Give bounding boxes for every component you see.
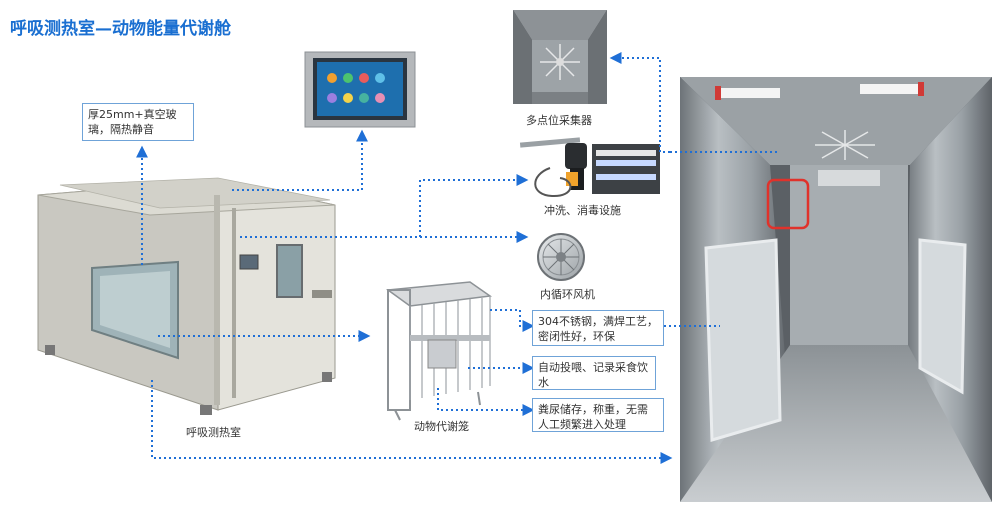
cleaning-gun-photo bbox=[519, 137, 587, 198]
touchscreen-illustration bbox=[304, 51, 416, 128]
cleaning-label: 冲洗、消毒设施 bbox=[544, 204, 621, 217]
cage-label: 动物代谢笼 bbox=[414, 420, 469, 433]
fan-photo bbox=[537, 233, 585, 281]
connectors bbox=[136, 52, 780, 464]
waste-callout: 粪尿储存，称重，无需人工频繁进入处理 bbox=[532, 398, 664, 432]
fan-label: 内循环风机 bbox=[540, 288, 595, 301]
page-title: 呼吸测热室—动物能量代谢舱 bbox=[10, 19, 231, 39]
waste-callout-text: 粪尿储存，称重，无需人工频繁进入处理 bbox=[538, 403, 648, 431]
uv-lamp-photo bbox=[592, 144, 660, 194]
steel-callout-text: 304不锈钢，满焊工艺，密闭性好，环保 bbox=[538, 315, 658, 343]
collector-photo bbox=[513, 10, 607, 104]
cage-illustration bbox=[385, 281, 493, 421]
chamber-illustration bbox=[37, 177, 336, 415]
feeding-callout: 自动投喂、记录采食饮水 bbox=[532, 356, 656, 390]
interior-photo bbox=[680, 77, 992, 502]
glass-callout: 厚25mm+真空玻璃，隔热静音 bbox=[82, 103, 194, 141]
steel-callout: 304不锈钢，满焊工艺，密闭性好，环保 bbox=[532, 310, 664, 346]
glass-callout-text: 厚25mm+真空玻璃，隔热静音 bbox=[88, 108, 177, 136]
fan-highlight-box bbox=[766, 178, 810, 230]
collector-label: 多点位采集器 bbox=[526, 114, 592, 127]
feeding-callout-text: 自动投喂、记录采食饮水 bbox=[538, 361, 648, 389]
chamber-label: 呼吸测热室 bbox=[186, 426, 241, 439]
